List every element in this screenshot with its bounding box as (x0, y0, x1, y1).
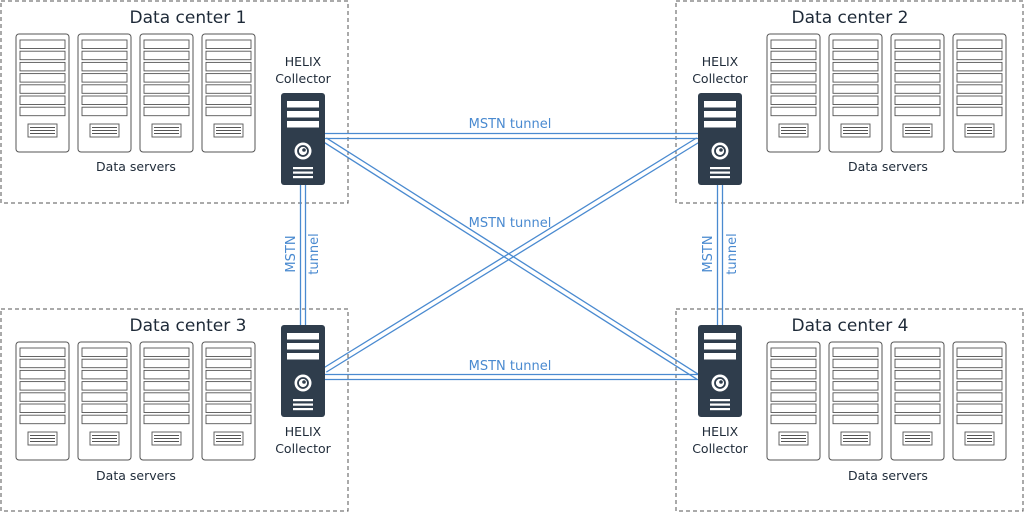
tunnel-2-4 (716, 185, 724, 325)
collector-4-label-line2: Collector (692, 441, 748, 456)
server-rack-icon (766, 341, 821, 461)
collector-2-label-line2: Collector (692, 71, 748, 86)
collector-3-label-line2: Collector (275, 441, 331, 456)
server-rack-icon (77, 33, 132, 153)
helix-collector-4 (698, 325, 742, 417)
tunnel-3-2 (323, 137, 700, 373)
helix-collector-1 (281, 93, 325, 185)
helix-collector-2 (698, 93, 742, 185)
data-servers-group-2 (766, 33, 1007, 153)
mstn-tunnels (299, 132, 724, 381)
tunnel-1-2 (325, 132, 698, 140)
server-rack-icon (952, 341, 1007, 461)
tunnel-label-bottom: MSTN tunnel (469, 359, 552, 374)
server-rack-icon (139, 341, 194, 461)
tunnel-label-left-line1: MSTN (284, 235, 299, 272)
server-rack-icon (828, 33, 883, 153)
tunnel-label-right-2: tunnel (725, 233, 740, 274)
tunnel-1-3 (299, 185, 307, 325)
data-center-4-box (675, 308, 1024, 512)
data-center-3-box (0, 308, 349, 512)
collector-2-label-line1: HELIX (702, 54, 739, 69)
data-servers-label-1: Data servers (96, 159, 176, 174)
data-center-3-title: Data center 3 (130, 316, 247, 336)
tunnel-label-right: MSTN (701, 235, 716, 272)
tunnel-label-middle: MSTN tunnel (469, 216, 552, 231)
server-rack-icon (77, 341, 132, 461)
collector-1-label-line1: HELIX (285, 54, 322, 69)
tunnel-3-4 (325, 373, 698, 381)
data-servers-group-4 (766, 341, 1007, 461)
server-rack-icon (15, 33, 70, 153)
collector-3-label-line1: HELIX (285, 424, 322, 439)
server-rack-icon (139, 33, 194, 153)
server-rack-icon (828, 341, 883, 461)
tunnel-label-right-line1: MSTN (701, 235, 716, 272)
data-servers-label-3: Data servers (96, 468, 176, 483)
data-servers-label-2: Data servers (848, 159, 928, 174)
server-rack-icon (201, 341, 256, 461)
server-rack-icon (952, 33, 1007, 153)
data-servers-label-4: Data servers (848, 468, 928, 483)
data-center-4-title: Data center 4 (792, 316, 909, 336)
tunnel-label-right-line2: tunnel (725, 233, 740, 274)
data-center-2-title: Data center 2 (792, 8, 909, 28)
collector-4-label-line1: HELIX (702, 424, 739, 439)
data-servers-group-1 (15, 33, 256, 153)
tunnel-label-left: MSTN (284, 235, 299, 272)
collector-1-label-line2: Collector (275, 71, 331, 86)
helix-collector-3 (281, 325, 325, 417)
data-center-1-title: Data center 1 (130, 8, 247, 28)
tunnel-label-top: MSTN tunnel (469, 117, 552, 132)
server-rack-icon (15, 341, 70, 461)
server-rack-icon (201, 33, 256, 153)
server-rack-icon (890, 33, 945, 153)
server-rack-icon (890, 341, 945, 461)
helix-collectors (281, 93, 742, 417)
data-center-1-box (0, 0, 349, 204)
tunnel-label-left-line2: tunnel (307, 233, 322, 274)
tunnel-label-left-2: tunnel (307, 233, 322, 274)
data-center-2-box (675, 0, 1024, 204)
server-rack-icon (766, 33, 821, 153)
data-servers-group-3 (15, 341, 256, 461)
